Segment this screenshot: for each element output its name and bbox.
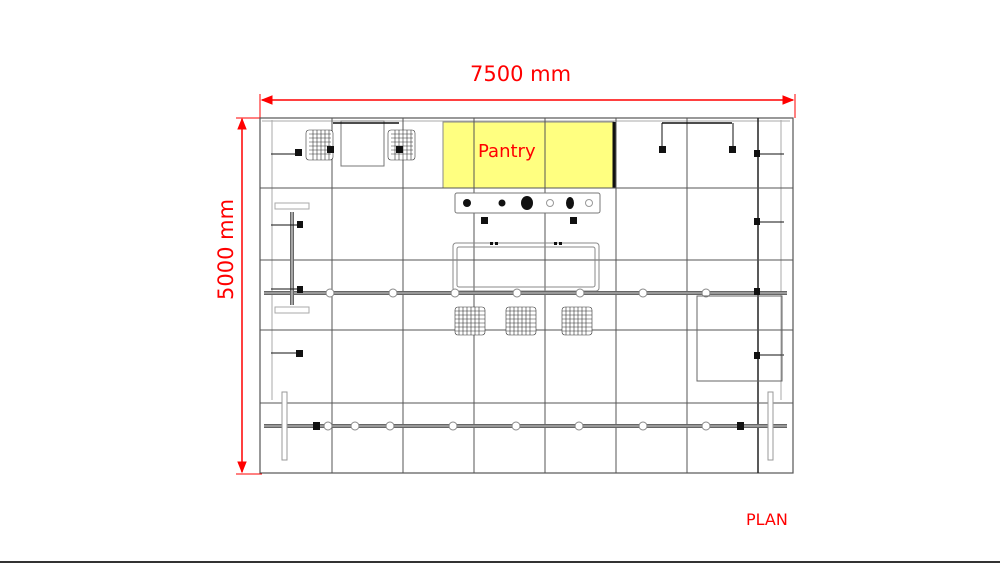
width-dimension-label: 7500 mm bbox=[470, 62, 572, 86]
chair-top-left-2 bbox=[387, 129, 416, 161]
pantry-zone bbox=[442, 121, 615, 189]
stool-3 bbox=[561, 306, 593, 336]
stool-2 bbox=[505, 306, 537, 336]
chair-top-left-1 bbox=[305, 129, 334, 161]
drawing-title: PLAN bbox=[746, 510, 788, 529]
width-dimension-line bbox=[259, 94, 796, 118]
tap bbox=[521, 196, 533, 210]
storage-room bbox=[696, 295, 783, 382]
bottom-divider bbox=[0, 561, 1000, 563]
bar-counter bbox=[452, 242, 600, 292]
sink bbox=[566, 197, 574, 209]
pantry-label: Pantry bbox=[478, 141, 536, 162]
hob-2 bbox=[498, 199, 506, 207]
stool-1 bbox=[454, 306, 486, 336]
side-table bbox=[340, 120, 385, 167]
height-dimension-line bbox=[236, 117, 262, 475]
hob-1 bbox=[463, 199, 471, 207]
